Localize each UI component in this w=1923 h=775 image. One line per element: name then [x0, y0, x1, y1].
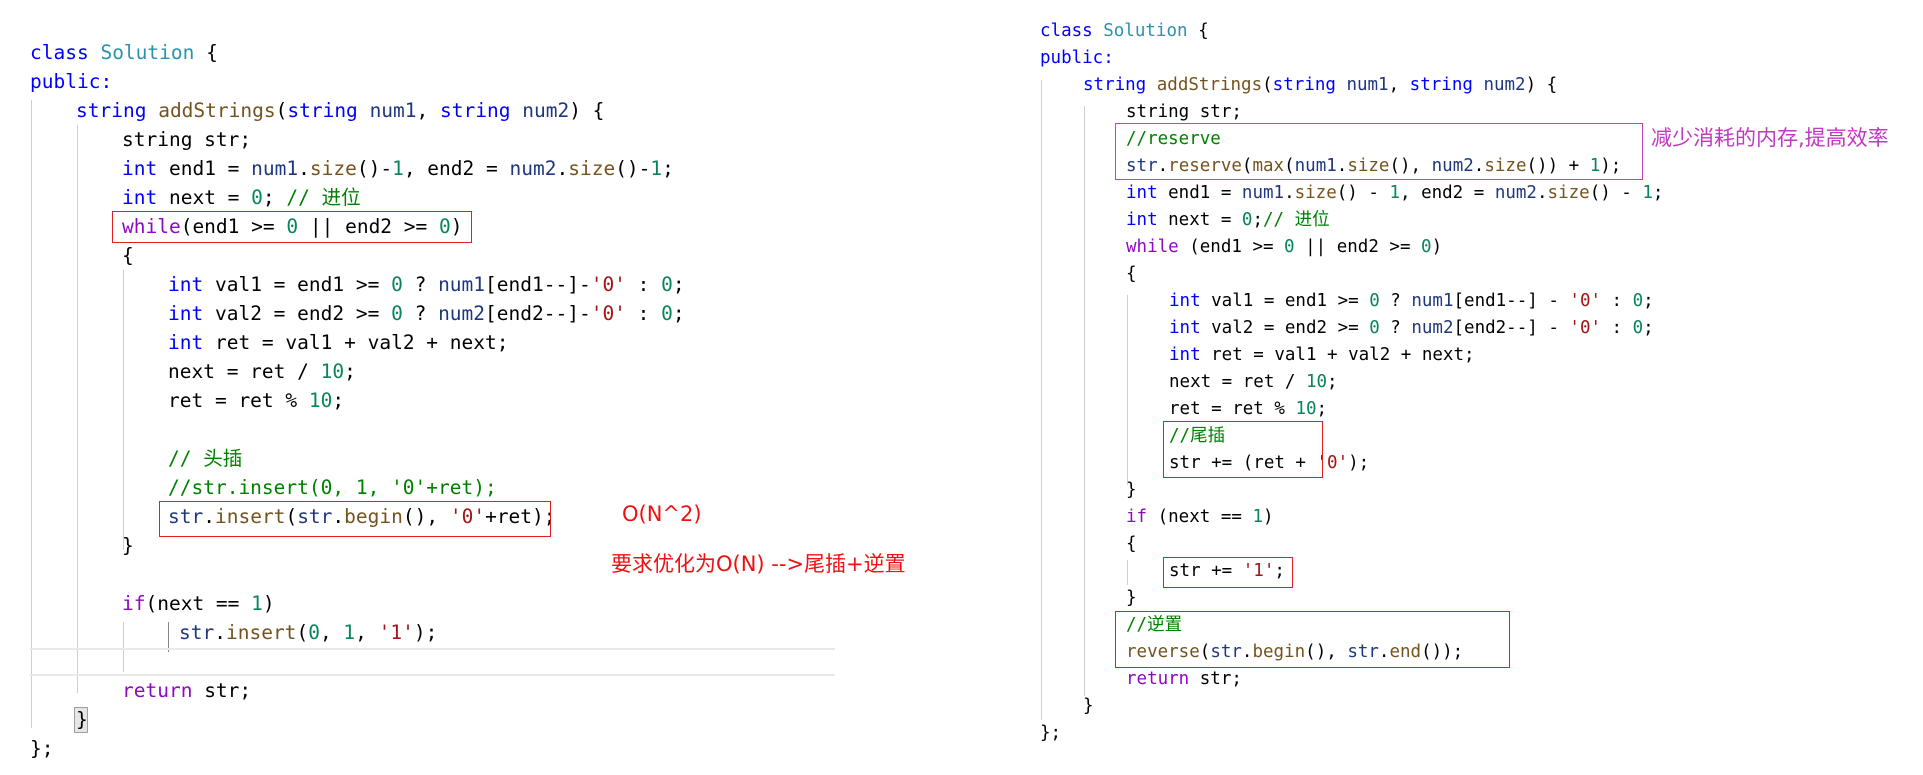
- code-line: str.insert(str.begin(), '0'+ret);: [168, 505, 556, 528]
- append-one-highlight-box: [1163, 557, 1293, 588]
- code-line: //reserve: [1126, 129, 1221, 149]
- code-line: class Solution {: [30, 41, 218, 64]
- code-line: }: [76, 708, 88, 731]
- code-line: //逆置: [1126, 615, 1183, 635]
- code-line: // 头插: [168, 447, 243, 470]
- code-line: str += (ret + '0');: [1169, 453, 1370, 473]
- code-line: {: [122, 244, 134, 267]
- code-line: int next = 0;// 进位: [1126, 210, 1330, 230]
- indent-guide: [31, 100, 32, 728]
- code-line: str += '1';: [1169, 561, 1285, 581]
- code-line: };: [1040, 723, 1062, 743]
- code-line: }: [1126, 588, 1137, 608]
- code-line: int ret = val1 + val2 + next;: [168, 331, 509, 354]
- code-line: return str;: [1126, 669, 1242, 689]
- reserve-note: 减少消耗的内存,提高效率: [1651, 126, 1889, 150]
- code-line: int end1 = num1.size()-1, end2 = num2.si…: [122, 157, 674, 180]
- indent-guide: [1127, 295, 1128, 485]
- code-line: return str;: [122, 679, 252, 702]
- code-line: reverse(str.begin(), str.end());: [1126, 642, 1464, 662]
- code-line: next = ret / 10;: [1169, 372, 1338, 392]
- complexity-note: O(N^2): [622, 502, 702, 526]
- code-line: int val2 = end2 >= 0 ? num2[end2--]-'0' …: [168, 302, 685, 325]
- left-code-panel: class Solution { public: string addStrin…: [0, 0, 906, 775]
- code-line: string addStrings(string num1, string nu…: [76, 99, 605, 122]
- reverse-highlight-box: [1115, 611, 1510, 668]
- code-line: //尾插: [1169, 426, 1226, 446]
- code-line: int val2 = end2 >= 0 ? num2[end2--] - '0…: [1169, 318, 1654, 338]
- code-line: if (next == 1): [1126, 507, 1274, 527]
- code-line: ret = ret % 10;: [168, 389, 345, 412]
- code-line: }: [1126, 480, 1137, 500]
- indent-guide: [1084, 106, 1085, 696]
- indent-guide: [123, 270, 124, 550]
- code-line: public:: [30, 70, 113, 93]
- indent-guide: [1127, 560, 1128, 585]
- code-line: int ret = val1 + val2 + next;: [1169, 345, 1475, 365]
- code-line: {: [1126, 534, 1137, 554]
- reserve-highlight-box: [1115, 123, 1643, 180]
- code-line: class Solution {: [1040, 21, 1209, 41]
- code-line: int next = 0; // 进位: [122, 186, 361, 209]
- code-line: int val1 = end1 >= 0 ? num1[end1--] - '0…: [1169, 291, 1654, 311]
- code-line: {: [1126, 264, 1137, 284]
- code-line: if(next == 1): [122, 592, 275, 615]
- optimization-requirement-note: 要求优化为O(N) -->尾插+逆置: [611, 552, 906, 576]
- code-line: int end1 = num1.size() - 1, end2 = num2.…: [1126, 183, 1664, 203]
- code-line: }: [122, 534, 134, 557]
- code-line: string str;: [1126, 102, 1242, 122]
- insert-highlight-box: [159, 501, 551, 537]
- indent-guide: [168, 622, 169, 652]
- code-line: string addStrings(string num1, string nu…: [1083, 75, 1558, 95]
- code-line: str.insert(0, 1, '1');: [179, 621, 438, 644]
- while-loop-highlight-box: [112, 211, 472, 243]
- code-line: next = ret / 10;: [168, 360, 356, 383]
- code-line: ret = ret % 10;: [1169, 399, 1328, 419]
- code-line: }: [1083, 696, 1094, 716]
- code-line: string str;: [122, 128, 252, 151]
- code-line: //str.insert(0, 1, '0'+ret);: [168, 476, 497, 499]
- indent-guide: [1041, 80, 1042, 720]
- brace-match-highlight: [74, 707, 88, 733]
- code-line: int val1 = end1 >= 0 ? num1[end1--]-'0' …: [168, 273, 685, 296]
- indent-guide: [77, 125, 78, 693]
- code-line: public:: [1040, 48, 1114, 68]
- code-line: while(end1 >= 0 || end2 >= 0): [122, 215, 463, 238]
- code-line: };: [30, 737, 54, 760]
- indent-guide: [123, 622, 124, 672]
- code-line: str.reserve(max(num1.size(), num2.size()…: [1126, 156, 1622, 176]
- right-code-panel: class Solution { public: string addStrin…: [1030, 0, 1923, 775]
- current-line-highlight: [30, 648, 835, 676]
- tail-insert-highlight-box: [1163, 421, 1323, 478]
- code-line: while (end1 >= 0 || end2 >= 0): [1126, 237, 1443, 257]
